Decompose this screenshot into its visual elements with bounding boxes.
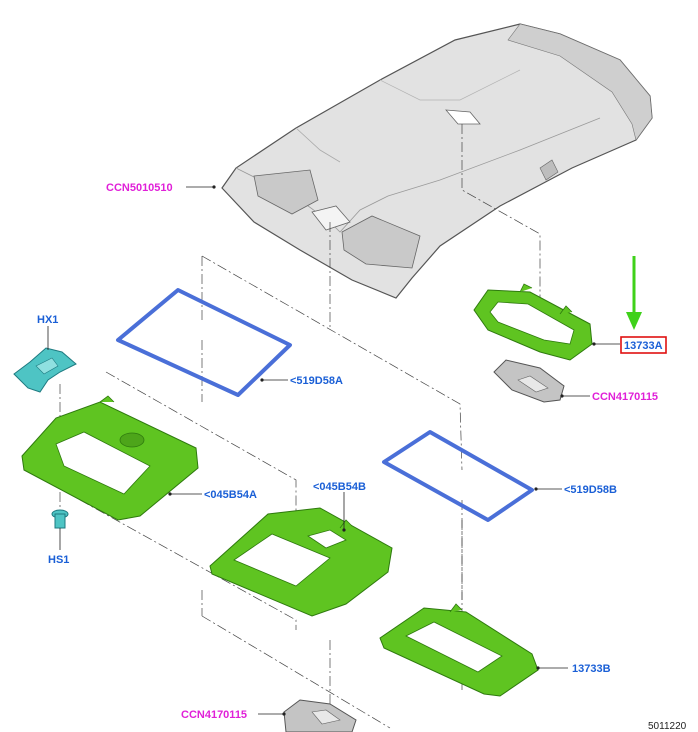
callout-lamp-right[interactable]: CCN4170115 — [592, 391, 658, 403]
callout-bezel-highlight[interactable]: 13733A — [624, 340, 663, 352]
gasket-left-part — [116, 288, 292, 397]
headliner-part — [221, 23, 653, 299]
indicator-arrow-icon — [626, 256, 642, 330]
lamp-bottom-part — [283, 699, 357, 732]
callout-headliner[interactable]: CCN5010510 — [106, 182, 173, 194]
hs1-screw-part — [51, 509, 69, 529]
highlight-box — [620, 336, 667, 354]
bezel-13733b-part — [379, 603, 539, 697]
callout-bezel-mid[interactable]: <045B54B — [313, 481, 366, 493]
bezel-13733a-part — [473, 283, 593, 361]
callout-lamp-bottom[interactable]: CCN4170115 — [181, 709, 247, 721]
bezel-mid-part — [209, 507, 393, 617]
diagram-id: 5011220 — [648, 721, 687, 732]
callout-gasket-left[interactable]: <519D58A — [290, 375, 343, 387]
callout-bezel-left[interactable]: <045B54A — [204, 489, 257, 501]
leader-lines — [47, 185, 620, 716]
callout-hx1[interactable]: HX1 — [37, 314, 58, 326]
callout-bezel-right[interactable]: 13733B — [572, 663, 611, 675]
lamp-right-part — [493, 359, 565, 403]
hx1-clip-part — [13, 347, 77, 393]
callout-gasket-right[interactable]: <519D58B — [564, 484, 617, 496]
callout-hs1[interactable]: HS1 — [48, 554, 69, 566]
bezel-left-part — [21, 395, 199, 521]
gasket-right-part — [382, 430, 534, 522]
